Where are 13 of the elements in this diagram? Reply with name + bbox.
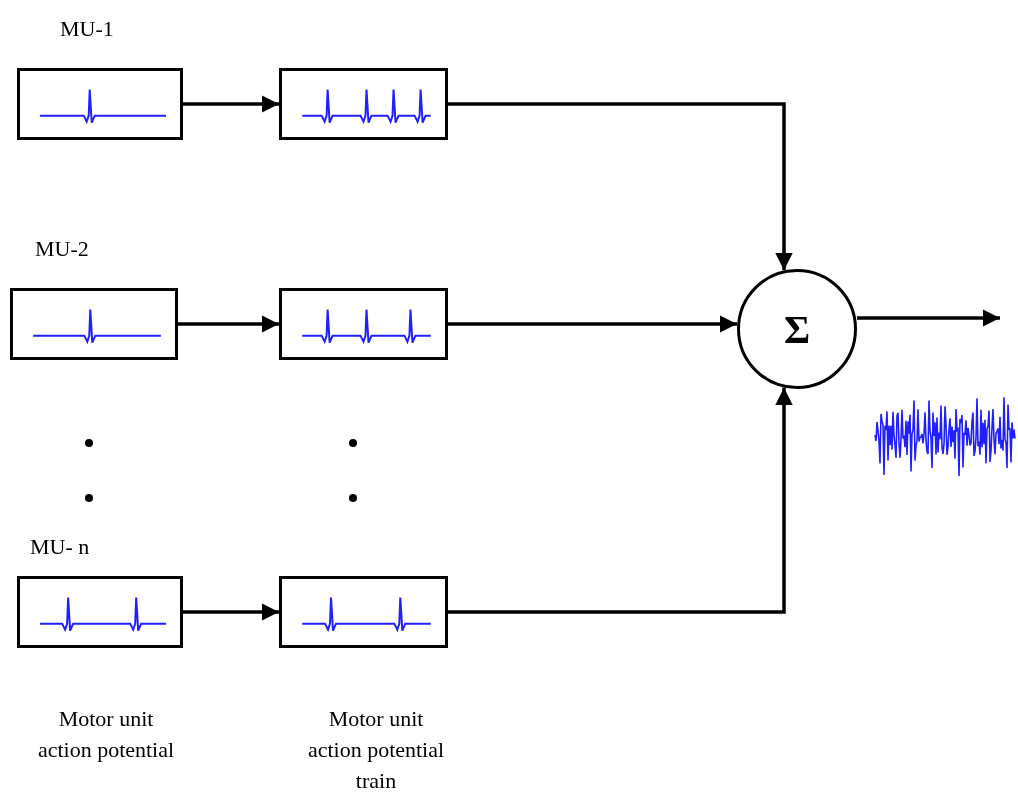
arrow <box>448 102 793 271</box>
arrow <box>448 315 737 333</box>
arrow <box>183 95 279 113</box>
caption: Motor unit action potential train <box>306 705 446 795</box>
arrow <box>183 603 279 621</box>
summation-circle: Σ <box>737 269 857 389</box>
caption: Motor unit action potential <box>36 705 176 764</box>
unit-label: MU- n <box>30 534 90 560</box>
arrow <box>448 387 793 614</box>
arrow <box>178 315 279 333</box>
unit-label: MU-1 <box>60 16 114 42</box>
arrow <box>857 309 1000 327</box>
unit-label: MU-2 <box>35 236 89 262</box>
